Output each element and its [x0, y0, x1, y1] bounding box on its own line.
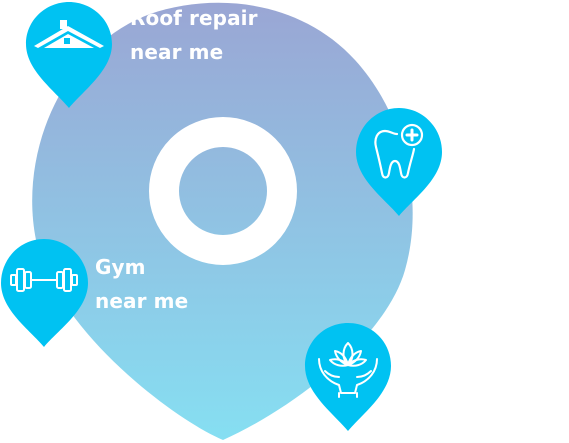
- gym-line1: Gym: [95, 255, 146, 279]
- lotus-hands-icon: [318, 342, 378, 398]
- roof-repair-line2: near me: [130, 40, 224, 64]
- spa-pin: [303, 321, 393, 433]
- dental-pin: [355, 107, 443, 217]
- gym-label: Gym near me: [95, 250, 188, 318]
- gym-pin: [0, 238, 90, 348]
- dumbbell-icon: [10, 268, 78, 292]
- roof-repair-line1: Roof repair: [130, 6, 258, 30]
- tooth-plus-icon: [374, 123, 424, 179]
- pin-center-ring: [149, 117, 297, 265]
- roof-repair-label: Roof repair near me: [130, 1, 258, 69]
- gym-line2: near me: [95, 289, 189, 313]
- roof-repair-pin: [24, 0, 114, 110]
- roof-house-icon: [34, 20, 104, 48]
